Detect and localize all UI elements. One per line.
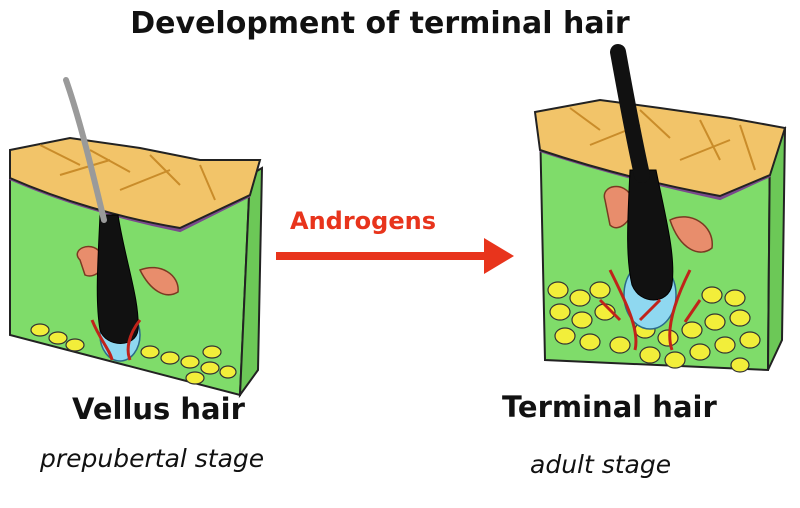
vellus-skin-block — [9, 77, 264, 399]
terminal-blood-vessels — [598, 269, 702, 351]
terminal-epidermis — [533, 98, 787, 198]
terminal-skin-block — [533, 44, 787, 373]
terminal-fat-cells — [547, 281, 761, 373]
vellus-hair-label: Vellus hair — [72, 392, 245, 426]
vellus-epidermis-tiles — [39, 144, 216, 201]
androgens-arrow — [276, 238, 514, 274]
terminal-hair-shaft — [610, 44, 650, 183]
vellus-hair-shaft — [63, 77, 107, 223]
vellus-hair-follicle — [96, 214, 139, 344]
androgens-label: Androgens — [290, 207, 436, 235]
terminal-hair-label: Terminal hair — [502, 390, 717, 424]
terminal-epidermis-tiles — [569, 107, 756, 171]
terminal-hair-follicle — [627, 169, 674, 301]
vellus-fat-cells — [30, 323, 237, 385]
prepubertal-stage-label: prepubertal stage — [40, 444, 265, 473]
vellus-blood-vessels — [90, 319, 142, 361]
arrow-shaft — [276, 252, 486, 260]
adult-stage-label: adult stage — [530, 450, 672, 479]
arrow-head — [484, 238, 514, 274]
diagram-title: Development of terminal hair — [130, 6, 630, 41]
